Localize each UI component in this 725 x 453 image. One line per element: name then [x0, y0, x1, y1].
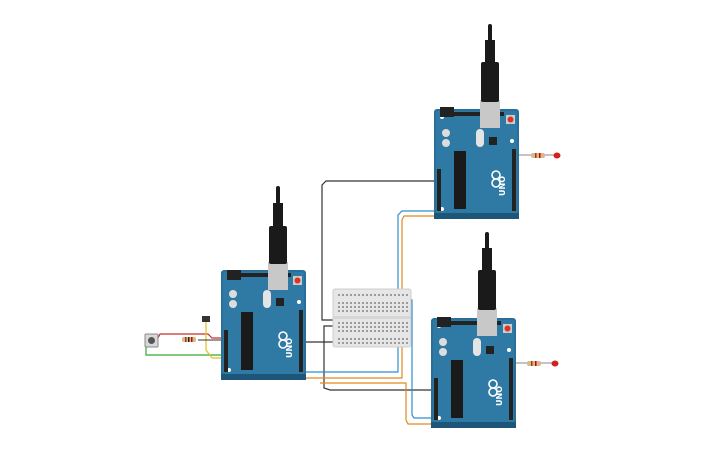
power-jack [440, 107, 454, 117]
wire-blue-top[interactable] [260, 210, 438, 373]
pushbutton[interactable] [144, 333, 159, 348]
board-label-left: UNO [285, 338, 294, 358]
usb-cable-top [480, 24, 500, 128]
wire-black-top[interactable] [321, 180, 438, 321]
wire-blue-bottom[interactable] [407, 295, 434, 419]
board-label-bottom: UNO [495, 386, 504, 406]
breadboard[interactable] [332, 288, 412, 348]
led-bottom [516, 360, 559, 367]
wire-red[interactable] [157, 333, 232, 339]
power-jack [227, 270, 241, 280]
wire-green[interactable] [145, 343, 232, 356]
usb-cable-bottom [477, 232, 497, 336]
wires [145, 180, 438, 425]
power-jack [437, 317, 451, 327]
small-connector [202, 316, 210, 322]
resistor-left [182, 337, 196, 342]
wire-orange-top[interactable] [300, 215, 438, 379]
usb-cable-left [268, 186, 288, 290]
arduino-uno-left[interactable]: UNO [221, 186, 306, 380]
wire-black-bottom[interactable] [323, 325, 436, 391]
arduino-uno-bottom[interactable]: UNO [431, 232, 559, 428]
wire-orange-bottom[interactable] [320, 382, 434, 425]
board-label-top: UNO [498, 176, 507, 196]
led-top [519, 152, 561, 159]
arduino-uno-top[interactable]: UNO [434, 24, 561, 219]
